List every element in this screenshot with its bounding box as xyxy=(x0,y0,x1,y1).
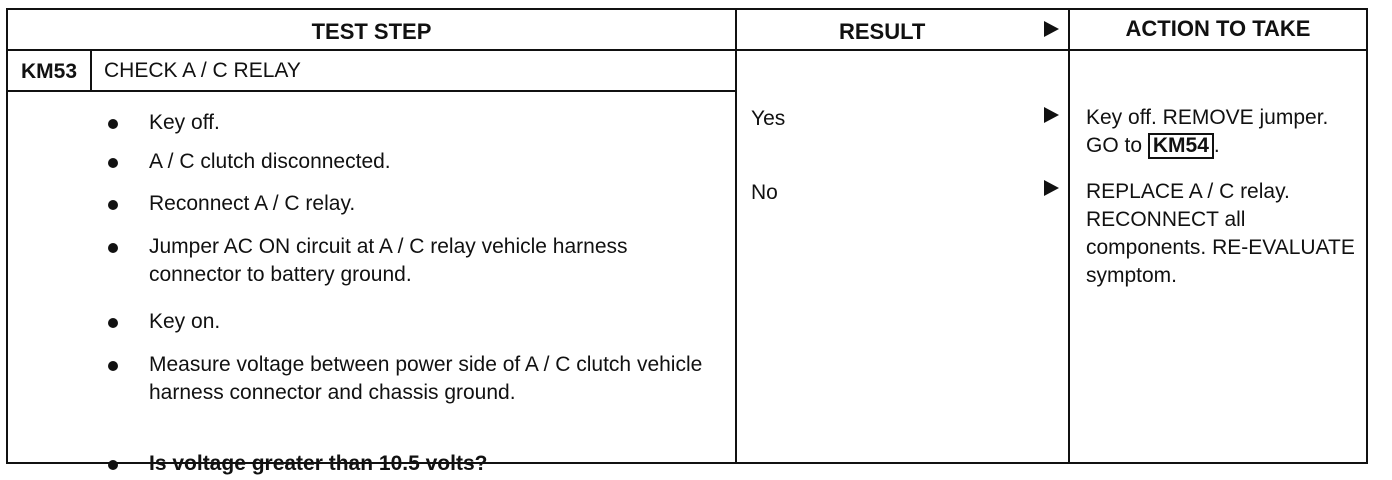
bullet-icon xyxy=(108,158,118,168)
action-yes: Key off. REMOVE jumper. GO to KM54. xyxy=(1086,104,1356,160)
header-test-step: TEST STEP xyxy=(8,10,737,49)
table-header: TEST STEP RESULT ACTION TO TAKE xyxy=(8,10,1366,51)
bullet-icon xyxy=(108,243,118,253)
list-item-text: Measure voltage between power side of A … xyxy=(149,353,703,404)
list-item-text: Key on. xyxy=(149,310,221,333)
bullet-icon xyxy=(108,318,118,328)
diagnostic-table: TEST STEP RESULT ACTION TO TAKE KM53 CHE… xyxy=(6,8,1368,475)
list-item-text: Reconnect A / C relay. xyxy=(149,192,356,215)
list-item-text: Key off. xyxy=(149,111,220,134)
list-item-text: A / C clutch disconnected. xyxy=(149,150,391,173)
bullet-icon xyxy=(108,361,118,371)
bullet-icon xyxy=(108,119,118,129)
list-item-text: Jumper AC ON circuit at A / C relay vehi… xyxy=(149,235,628,286)
arrow-right-icon xyxy=(1044,180,1059,196)
test-step-column: KM53 CHECK A / C RELAY Key off. A / C cl… xyxy=(8,49,737,475)
step-row: KM53 CHECK A / C RELAY xyxy=(8,49,735,92)
step-reference-link[interactable]: KM54 xyxy=(1147,133,1214,159)
result-column: Yes No xyxy=(737,49,1070,462)
action-no: REPLACE A / C relay. RECONNECT all compo… xyxy=(1086,180,1355,287)
header-result: RESULT xyxy=(737,10,1070,49)
list-item-text: Is voltage greater than 10.5 volts? xyxy=(149,452,488,475)
header-result-label: RESULT xyxy=(839,19,926,44)
header-action: ACTION TO TAKE xyxy=(1125,16,1311,41)
arrow-right-icon xyxy=(1044,107,1059,123)
action-yes-text: Key off. REMOVE jumper. GO to xyxy=(1086,106,1329,157)
action-yes-period: . xyxy=(1213,134,1220,157)
bullet-icon xyxy=(108,460,118,470)
arrow-right-icon xyxy=(1044,21,1059,37)
step-code: KM53 xyxy=(8,49,92,90)
result-yes: Yes xyxy=(751,107,786,130)
result-no: No xyxy=(751,181,778,204)
bullet-icon xyxy=(108,200,118,210)
action-column: Key off. REMOVE jumper. GO to KM54. REPL… xyxy=(1070,49,1366,462)
step-title: CHECK A / C RELAY xyxy=(104,59,301,82)
